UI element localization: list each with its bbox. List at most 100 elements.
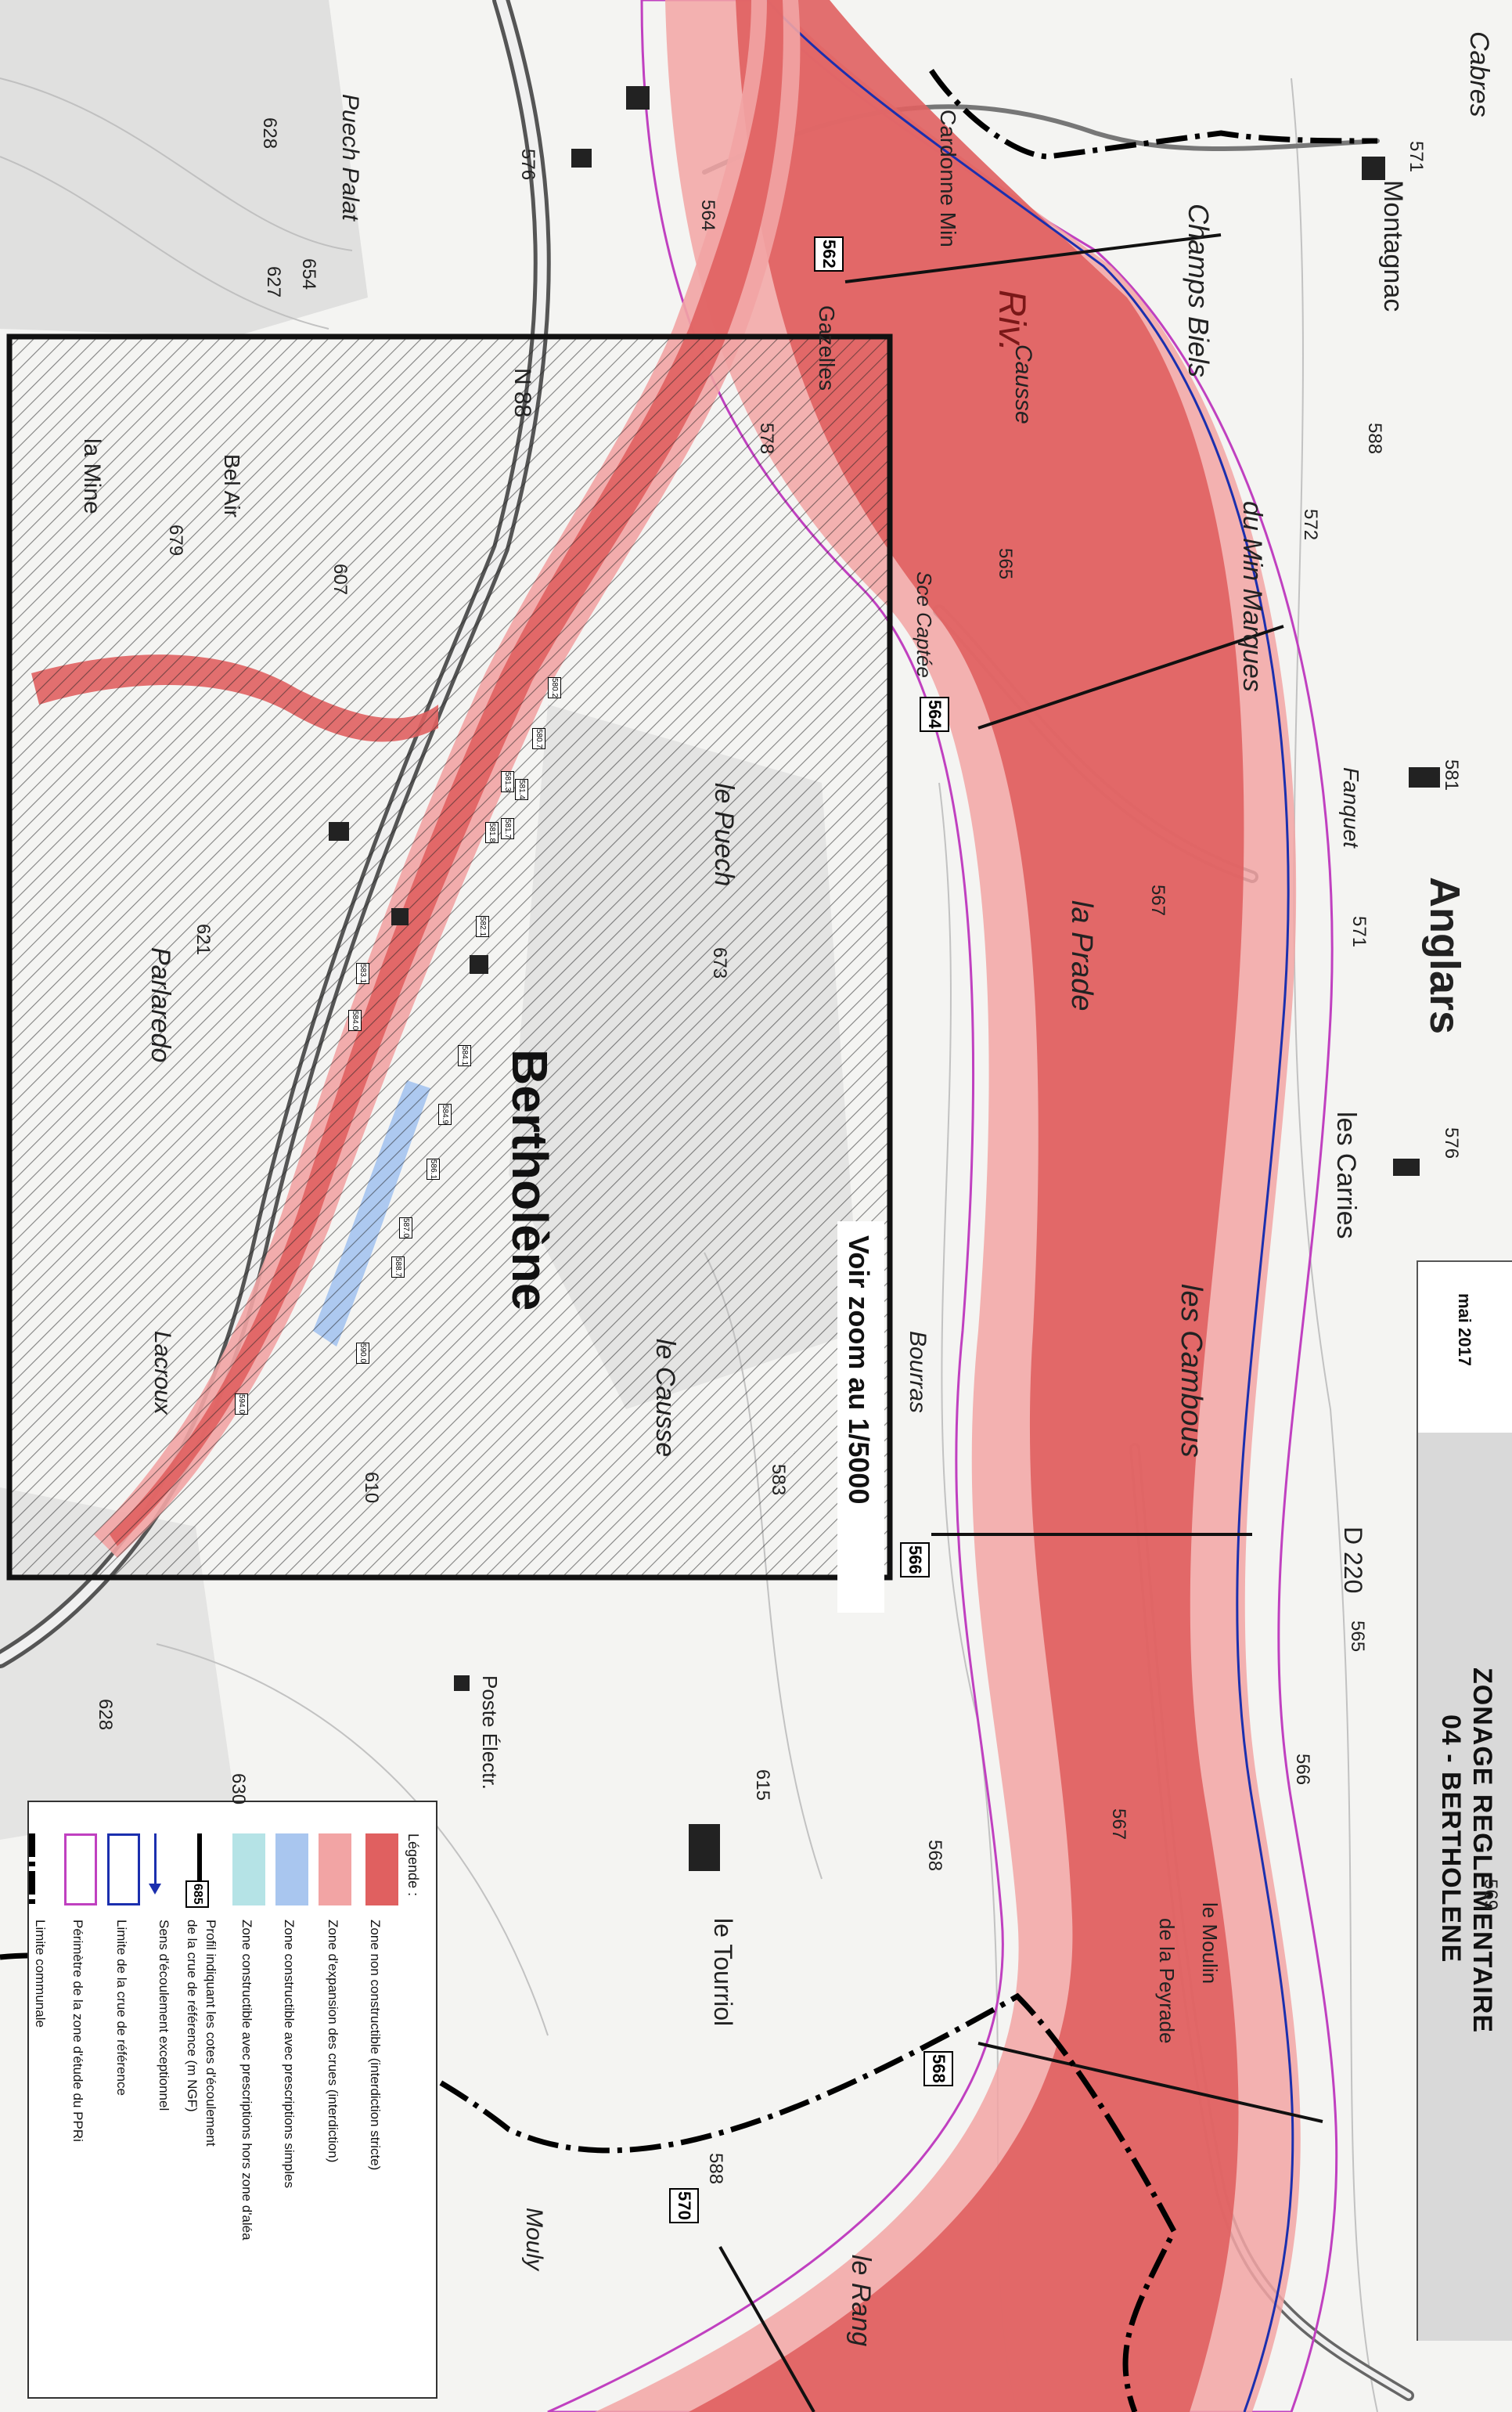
place-fanquet: Fanquet — [1339, 767, 1363, 848]
legend-label-commune: Limite communale — [33, 1920, 48, 2028]
elevation-label: 584.1 — [458, 1045, 471, 1067]
spot-height: 673 — [709, 947, 730, 979]
elevation-label: 588.7 — [391, 1256, 405, 1278]
spot-height: 566 — [1292, 1754, 1313, 1786]
legend-label-simple: Zone constructible avec prescriptions si… — [282, 1920, 297, 2188]
legend-label-profile: Profil indiquant les cotes d'écoulement — [203, 1920, 218, 2147]
legend-label-expansion: Zone d'expansion des crues (interdiction… — [326, 1920, 340, 2163]
place-puech-palat: Puech Palat — [337, 94, 363, 221]
elevation-label: 587.0 — [399, 1217, 412, 1239]
place-le-moulin: le Moulin — [1198, 1902, 1222, 1985]
title-line-1: ZONAGE REGLEMENTAIRE — [1467, 1667, 1497, 2034]
legend-heading: Légende : — [405, 1833, 421, 1897]
elevation-label: 580.2 — [548, 677, 561, 699]
elevation-label: 584.0 — [348, 1010, 362, 1032]
place-le-puech: le Puech — [709, 783, 739, 887]
place-riv: Riv. — [991, 290, 1032, 352]
spot-height: 654 — [298, 258, 319, 290]
elevation-label: 584.9 — [438, 1104, 452, 1126]
spot-height: 621 — [193, 924, 214, 956]
legend-label-strict: Zone non constructible (interdiction str… — [368, 1920, 383, 2171]
place-causse: Causse — [1010, 344, 1036, 424]
spot-height: 578 — [756, 423, 777, 455]
legend-swatch-limit — [107, 1833, 140, 1905]
elevation-label: 581.3 — [501, 771, 514, 793]
spot-height: 576 — [1441, 1127, 1462, 1159]
spot-height: 565 — [995, 548, 1016, 580]
elevation-label: 580.7 — [532, 728, 545, 750]
legend-profile-sample — [197, 1833, 202, 1880]
legend-swatch-expansion — [319, 1833, 351, 1905]
spot-height: 565 — [1347, 1621, 1368, 1653]
title-line-2: 04 - BERTHOLENE — [1436, 1714, 1466, 1963]
elevation-label: 581.7 — [501, 818, 514, 840]
place-gazelles: Gazelles — [815, 305, 839, 391]
spot-height: 571 — [1348, 916, 1370, 948]
elevation-label: 581.8 — [485, 822, 499, 844]
place-les-cambous: les Cambous — [1175, 1284, 1208, 1458]
spot-height: 588 — [705, 2153, 726, 2185]
place-lacroux: Lacroux — [149, 1331, 175, 1415]
spot-height: 571 — [1406, 141, 1427, 173]
arrow-head-icon — [149, 1884, 161, 1895]
spot-height: 588 — [1364, 423, 1385, 455]
elevation-label: 582.1 — [476, 916, 489, 938]
legend-swatch-simple — [275, 1833, 308, 1905]
place-la-mine: la Mine — [79, 438, 105, 514]
place-le-causse: le Causse — [650, 1339, 680, 1458]
place-bel-air: Bel Air — [220, 454, 244, 517]
legend-swatch-perimeter — [64, 1833, 97, 1905]
spot-height: 628 — [259, 117, 280, 150]
profile-label: 568 — [923, 2051, 953, 2086]
place-cardonne: Cardonne Min — [936, 110, 960, 247]
place-montagnac: Montagnac — [1378, 180, 1408, 312]
place-le-rang: le Rang — [846, 2255, 876, 2347]
spot-height: 607 — [329, 564, 351, 596]
spot-height: 628 — [95, 1699, 116, 1731]
profile-label: 562 — [814, 236, 844, 272]
legend-label-profile-2: de la crue de référence (m NGF) — [185, 1920, 200, 2112]
spot-height: 567 — [1108, 1808, 1129, 1841]
legend: Légende : Zone non constructible (interd… — [27, 1801, 437, 2399]
legend-swatch-hors-alea — [232, 1833, 265, 1905]
spot-height: 569 — [1480, 1879, 1501, 1911]
road-n88: N 88 — [509, 368, 535, 418]
spot-height: 568 — [924, 1840, 945, 1872]
place-de-la-peyrade: de la Peyrade — [1155, 1918, 1179, 2044]
profile-label: 570 — [669, 2188, 699, 2223]
place-le-tourriol: le Tourriol — [709, 1918, 737, 2027]
elevation-label: 590.0 — [356, 1343, 369, 1365]
date-panel: mai 2017 — [1417, 1260, 1512, 1436]
place-cabres: Cabres — [1464, 31, 1494, 117]
spot-height: 567 — [1147, 885, 1168, 917]
zoom-note-text: Voir zoom au 1/5000 — [843, 1235, 875, 1505]
spot-height: 564 — [697, 200, 718, 232]
elevation-label: 586.1 — [427, 1159, 440, 1181]
road-d220: D 220 — [1339, 1527, 1367, 1594]
profile-label: 564 — [920, 697, 949, 732]
legend-label-perimeter: Périmètre de la zone d'étude du PPRi — [70, 1920, 85, 2142]
spot-height: 581 — [1441, 759, 1462, 791]
profile-label: 566 — [900, 1542, 930, 1577]
title-panel: ZONAGE REGLEMENTAIRE 04 - BERTHOLENE — [1417, 1433, 1512, 2341]
elevation-label: 581.4 — [515, 779, 528, 801]
elevation-label: 594.0 — [235, 1393, 248, 1415]
spot-height: 576 — [517, 149, 538, 181]
spot-height: 627 — [263, 266, 284, 298]
date-text: mai 2017 — [1455, 1293, 1474, 1366]
spot-height: 615 — [752, 1769, 773, 1801]
spot-height: 583 — [768, 1464, 789, 1496]
spot-height: 610 — [361, 1472, 382, 1504]
legend-profile-box: 685 — [185, 1880, 209, 1908]
place-champs-biels: Champs Biels — [1183, 204, 1215, 378]
elevation-label: 583.1 — [356, 963, 369, 985]
place-les-carries: les Carries — [1331, 1112, 1361, 1239]
place-bourras: Bourras — [905, 1331, 931, 1414]
spot-height: 679 — [165, 525, 186, 557]
spot-height: 572 — [1300, 509, 1321, 541]
legend-label-flow: Sens d'écoulement exceptionnel — [157, 1920, 171, 2111]
legend-label-hors-alea: Zone constructible avec prescriptions ho… — [239, 1920, 254, 2241]
place-bertholene: Bertholène — [502, 1049, 558, 1311]
legend-swatch-commune — [29, 1833, 35, 1905]
place-mouly: Mouly — [521, 2208, 547, 2271]
